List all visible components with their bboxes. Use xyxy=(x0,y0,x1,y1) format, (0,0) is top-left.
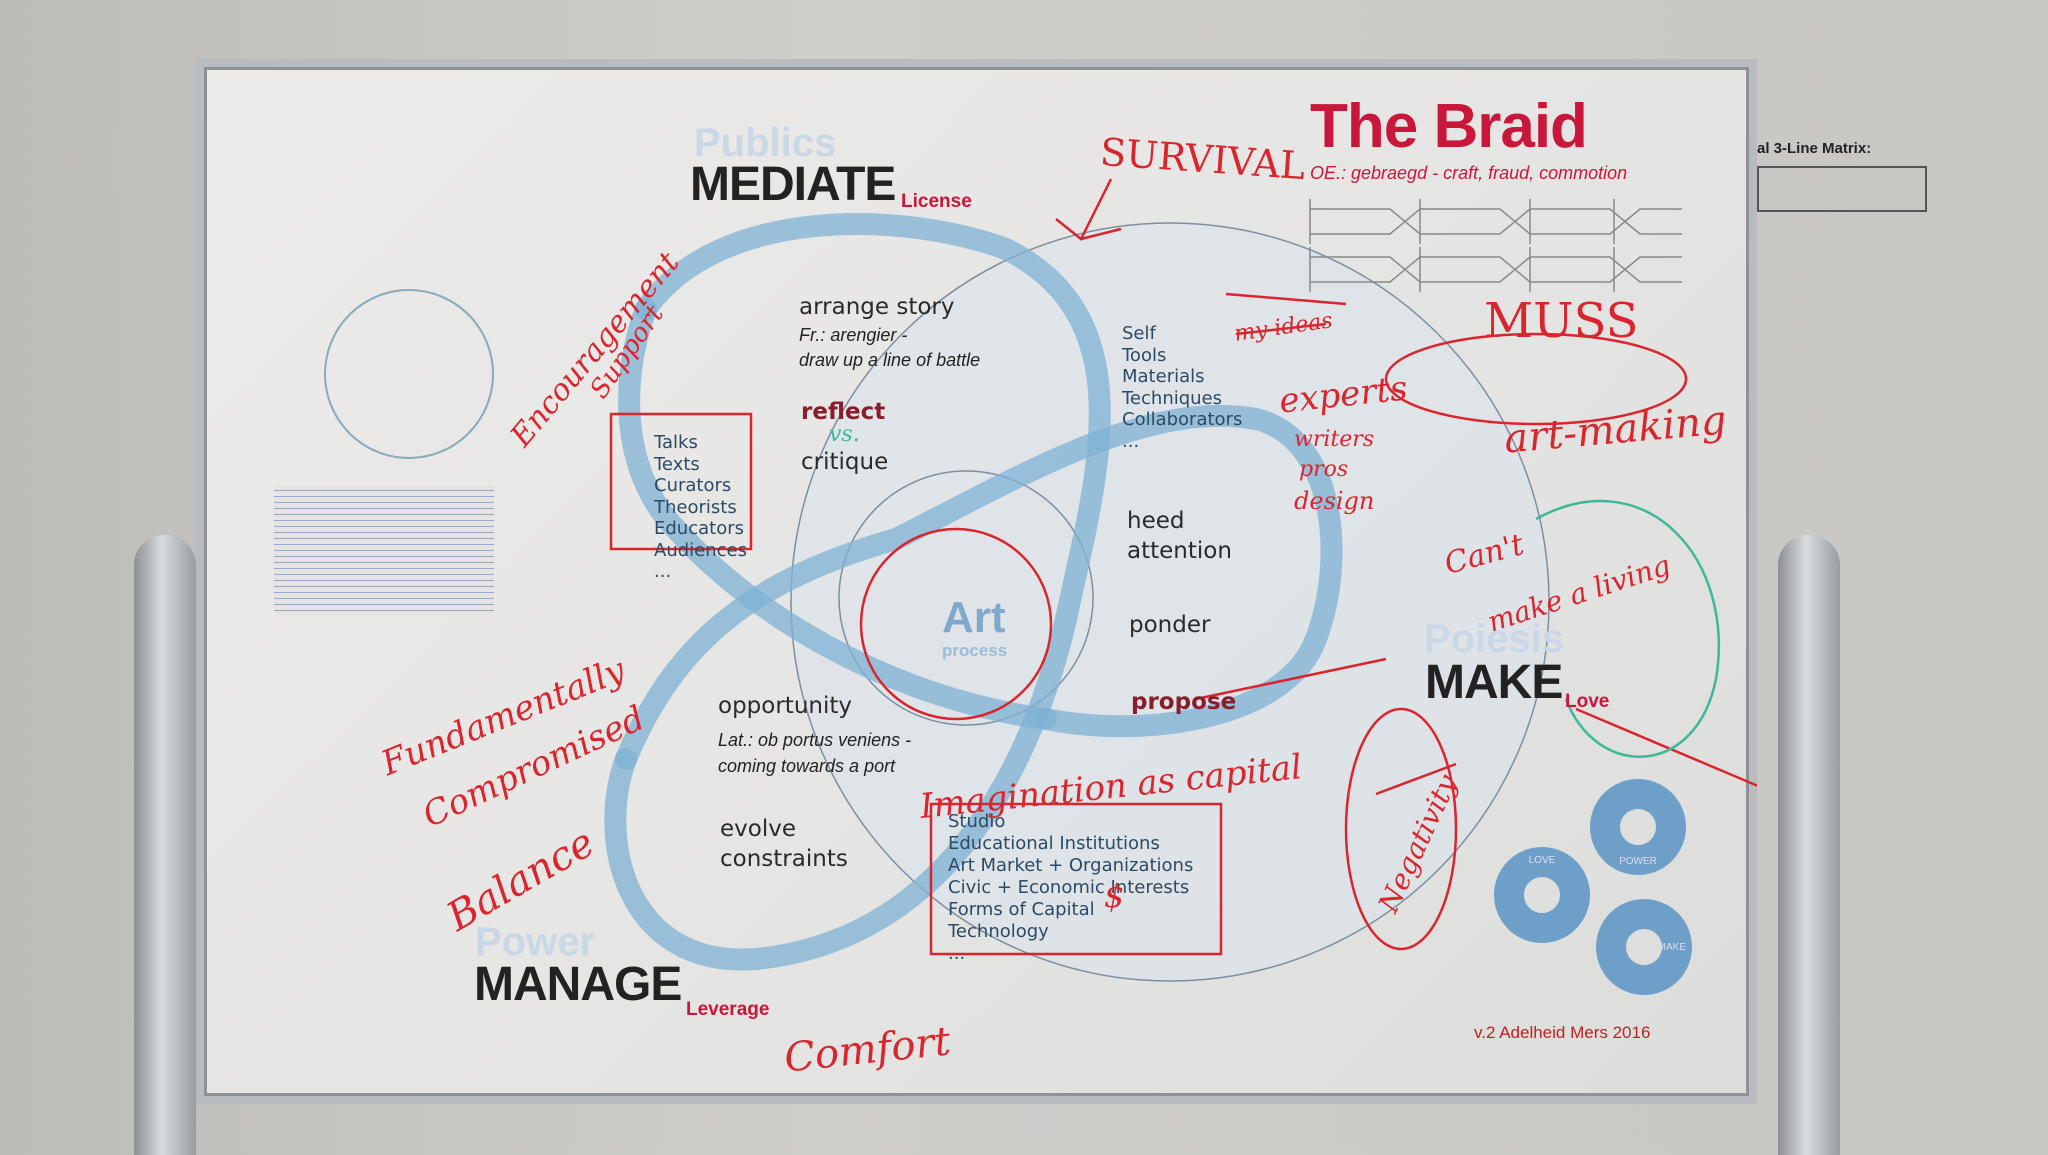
opportunity-etymology-2: coming towards a port xyxy=(718,756,896,776)
list-item: Curators xyxy=(654,475,732,496)
manage-list: Studio Educational Institutions Art Mark… xyxy=(948,811,1193,965)
make-loop xyxy=(1535,499,1721,758)
vs-label: vs. xyxy=(829,422,860,447)
list-item: ... xyxy=(948,943,966,964)
constraints-label: constraints xyxy=(720,846,848,872)
list-item: Art Market + Organizations xyxy=(948,855,1194,876)
art-circle xyxy=(838,470,1094,726)
left-stand-pole xyxy=(134,535,196,1155)
list-item: Texts xyxy=(654,453,700,475)
main-circle xyxy=(790,222,1550,982)
hand-dollar: $ xyxy=(1104,877,1125,915)
publics-box xyxy=(609,412,753,551)
license-label: License xyxy=(901,191,972,212)
reflect-label: reflect xyxy=(801,399,886,425)
list-item: Studio xyxy=(948,811,1006,832)
title: The Braid xyxy=(1310,92,1588,161)
side-sheet-title: al 3-Line Matrix: xyxy=(1757,140,1872,157)
manage-box xyxy=(929,802,1223,956)
list-item: Self xyxy=(1122,323,1156,344)
manage-label: MANAGE xyxy=(474,958,682,1011)
braid-symbol-2 xyxy=(1309,247,1682,292)
braid-symbol-1 xyxy=(1309,199,1682,244)
propose-label: propose xyxy=(1131,689,1237,715)
list-item: Talks xyxy=(654,432,698,453)
list-item: Audiences xyxy=(654,539,747,561)
heed-label: heed xyxy=(1127,508,1185,534)
arrange-etymology-2: draw up a line of battle xyxy=(799,350,981,370)
braid-band-1 xyxy=(604,213,1111,971)
hand-muss: MUSS xyxy=(1484,293,1639,349)
love-label: Love xyxy=(1565,691,1610,712)
list-item: Educators xyxy=(654,518,744,539)
opportunity-label: opportunity xyxy=(718,693,852,719)
printed-mini-diagram xyxy=(324,289,494,459)
braid-band-2 xyxy=(615,404,1343,770)
donut-love-label: LOVE xyxy=(1528,855,1556,866)
credit: v.2 Adelheid Mers 2016 xyxy=(1474,1023,1651,1042)
hand-design: design xyxy=(1294,487,1375,515)
whiteboard: Publics MEDIATE License Poiesis MAKE Lov… xyxy=(196,59,1757,1104)
evolve-label: evolve xyxy=(720,816,796,842)
subtitle: OE.: gebraegd - craft, fraud, commotion xyxy=(1310,163,1628,183)
list-item: ... xyxy=(1122,430,1140,452)
art-label: Art xyxy=(942,593,1006,642)
list-item: Materials xyxy=(1122,366,1205,387)
art-scribble xyxy=(859,527,1053,721)
donut-make-label: MAKE xyxy=(1657,941,1686,953)
arrange-story: arrange story xyxy=(799,294,955,320)
list-item: Forms of Capital xyxy=(948,899,1095,920)
list-item: Civic + Economic Interests xyxy=(948,877,1190,898)
opportunity-etymology-1: Lat.: ob portus veniens - xyxy=(718,730,912,750)
diagram-drawing xyxy=(604,178,1757,982)
make-label: MAKE xyxy=(1425,656,1563,709)
list-item: ... xyxy=(654,561,672,582)
make-list: Self Tools Materials Techniques Collabor… xyxy=(1122,323,1242,452)
list-item: Tools xyxy=(1122,344,1167,366)
attention-label: attention xyxy=(1127,538,1232,564)
list-item: Collaborators xyxy=(1122,409,1243,430)
hand-writers: writers xyxy=(1294,427,1375,452)
power-faint-label: Power xyxy=(475,920,596,964)
donut-power: POWER xyxy=(1590,779,1686,875)
ponder-label: ponder xyxy=(1129,612,1211,638)
mediate-label: MEDIATE xyxy=(690,158,896,211)
hand-pros: pros xyxy=(1299,457,1349,482)
arrange-etymology-1: Fr.: arengier - xyxy=(799,325,908,345)
poiesis-faint-label: Poiesis xyxy=(1424,617,1565,661)
donut-power-label: POWER xyxy=(1619,856,1657,867)
list-item: Educational Institutions xyxy=(948,833,1160,854)
donut-love: LOVE xyxy=(1494,847,1590,943)
right-stand-pole xyxy=(1778,535,1840,1155)
list-item: Theorists xyxy=(654,496,737,518)
publics-list: Talks Texts Curators Theorists Educators… xyxy=(654,432,747,583)
process-label: process xyxy=(942,641,1008,660)
side-sheet: al 3-Line Matrix: xyxy=(1757,140,2048,230)
list-item: Techniques xyxy=(1122,387,1223,409)
leverage-label: Leverage xyxy=(686,999,770,1020)
donut-make: MAKE xyxy=(1596,899,1692,995)
survival-arrow xyxy=(1055,178,1122,241)
critique-label: critique xyxy=(801,449,889,475)
negativity-loop xyxy=(1344,707,1458,951)
connector-lines xyxy=(1195,292,1757,796)
publics-faint-label: Publics xyxy=(694,121,837,165)
printed-text-columns xyxy=(274,485,494,615)
list-item: Technology xyxy=(948,921,1049,942)
muss-scribble xyxy=(1384,332,1688,426)
